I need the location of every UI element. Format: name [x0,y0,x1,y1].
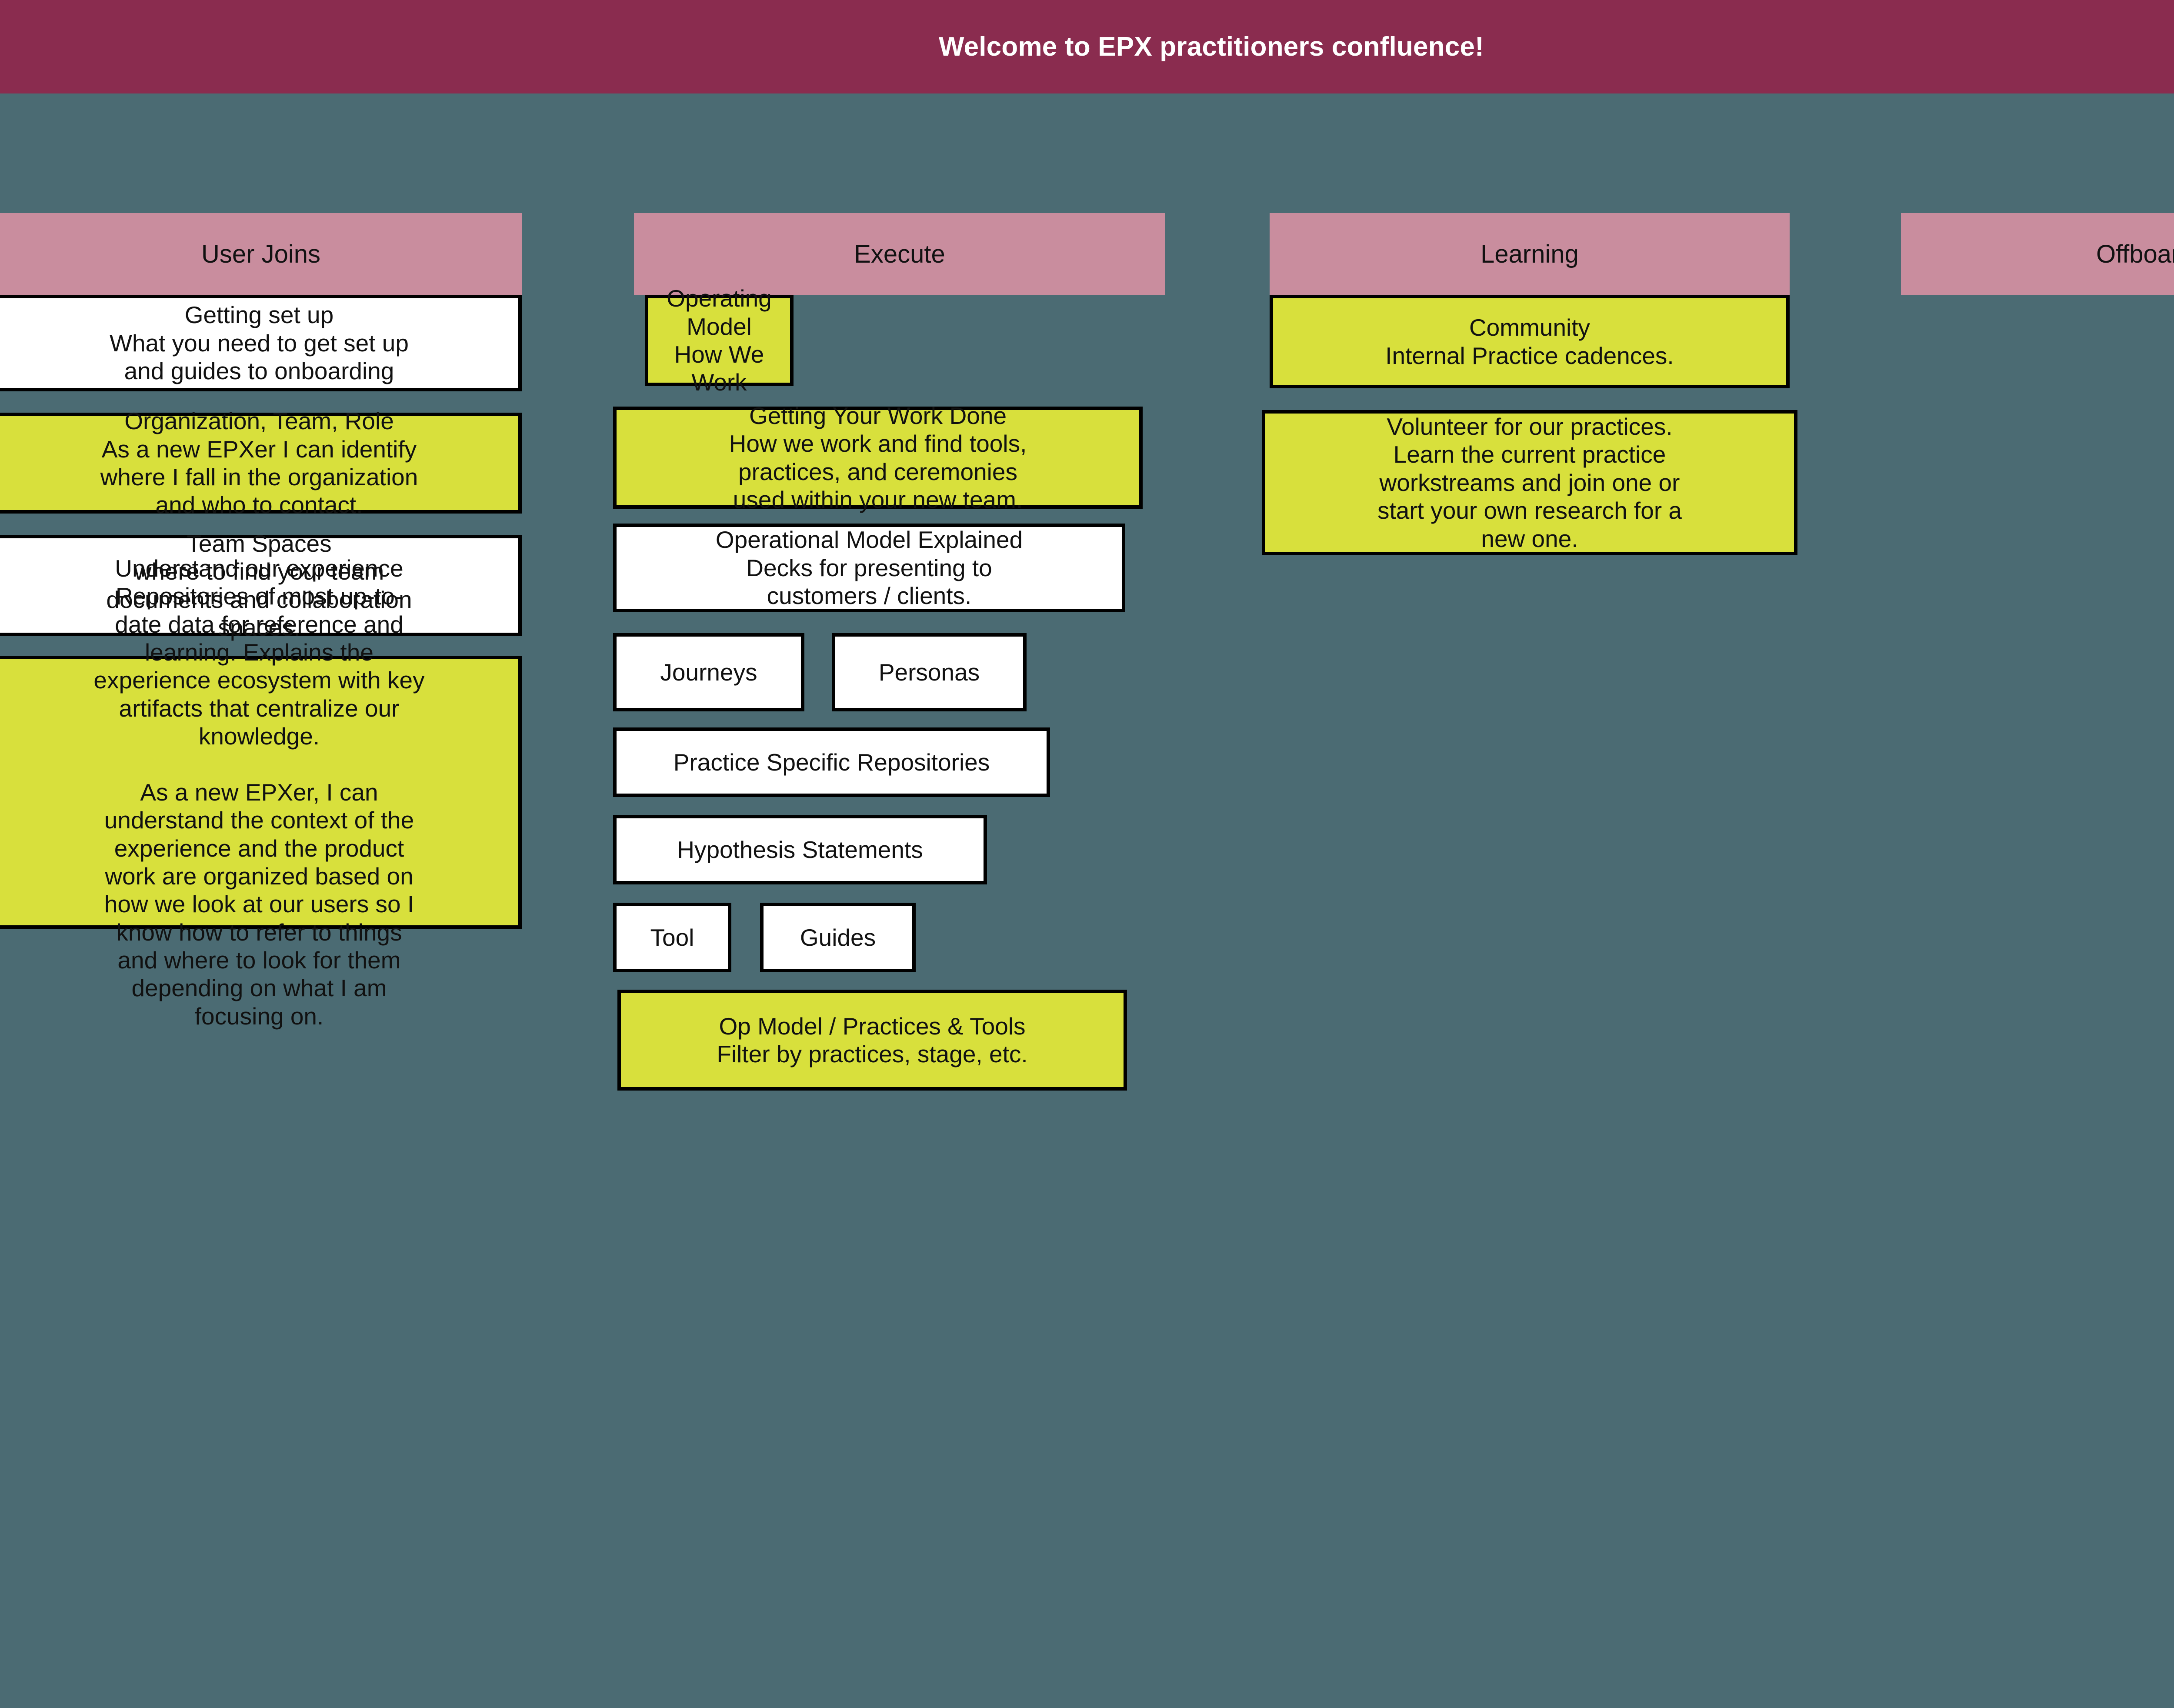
board-column-execute: Execute Operating Model How We Work Gett… [613,93,1165,1091]
board-column-offboarding: Offboarding [1901,93,2174,295]
card-community[interactable]: Community Internal Practice cadences. [1270,295,1790,388]
card-understand-our-experience[interactable]: Understand our experience Repositories o… [0,555,522,1030]
card-op-model-practices-tools[interactable]: Op Model / Practices & Tools Filter by p… [617,990,1127,1091]
card-text: Journeys [660,658,757,686]
board-column-learning: Learning Community Internal Practice cad… [1262,93,1797,555]
card-guides[interactable]: Guides [760,903,916,972]
card-tool[interactable]: Tool [613,903,731,972]
card-operational-model-explained[interactable]: Operational Model Explained Decks for pr… [613,524,1125,612]
card-operating-model[interactable]: Operating Model How We Work [645,285,794,396]
journey-board: User Joins Getting set up What you need … [0,93,2174,1708]
column-header-learning[interactable]: Learning [1270,213,1790,295]
column-header-execute[interactable]: Execute [634,213,1165,295]
card-volunteer-for-our-practices[interactable]: Volunteer for our practices. Learn the c… [1262,410,1797,555]
card-text: Team Spaces where to find your team docu… [106,530,412,641]
board-column-user-joins: User Joins Getting set up What you need … [0,93,522,1030]
column-header-label: Offboarding [2096,240,2174,268]
column-header-offboarding[interactable]: Offboarding [1901,213,2174,295]
card-practice-specific-repositories[interactable]: Practice Specific Repositories [613,727,1050,797]
card-text: Operating Model How We Work [667,285,772,396]
card-team-spaces[interactable]: Team Spaces where to find your team docu… [0,530,522,641]
card-hypothesis-statements[interactable]: Hypothesis Statements [613,815,987,884]
card-text: Op Model / Practices & Tools Filter by p… [717,1012,1028,1068]
card-text: Operational Model Explained Decks for pr… [715,526,1023,610]
card-text: Getting Your Work Done How we work and f… [729,402,1027,513]
page-title-bar: Welcome to EPX practitioners confluence! [0,0,2174,93]
card-personas[interactable]: Personas [832,633,1027,711]
column-header-label: Execute [854,240,945,268]
page-title: Welcome to EPX practitioners confluence! [938,32,1484,62]
card-text: Tool [650,924,694,951]
card-organization-team-role[interactable]: Organization, Team, Role As a new EPXer … [0,407,522,518]
card-text: Personas [878,658,980,686]
card-text: Organization, Team, Role As a new EPXer … [100,407,418,519]
card-text: Guides [800,924,876,951]
card-getting-your-work-done[interactable]: Getting Your Work Done How we work and f… [613,402,1143,513]
card-text: Getting set up What you need to get set … [110,301,409,385]
column-header-label: User Joins [201,240,320,268]
column-header-label: Learning [1480,240,1579,268]
card-journeys[interactable]: Journeys [613,633,804,711]
column-header-user-joins[interactable]: User Joins [0,213,522,295]
card-text: Understand our experience Repositories o… [93,555,425,1030]
card-text: Volunteer for our practices. Learn the c… [1377,413,1682,552]
card-text: Practice Specific Repositories [673,748,990,776]
card-text: Community Internal Practice cadences. [1385,314,1674,369]
card-text: Hypothesis Statements [677,836,923,863]
card-getting-set-up[interactable]: Getting set up What you need to get set … [0,295,522,391]
